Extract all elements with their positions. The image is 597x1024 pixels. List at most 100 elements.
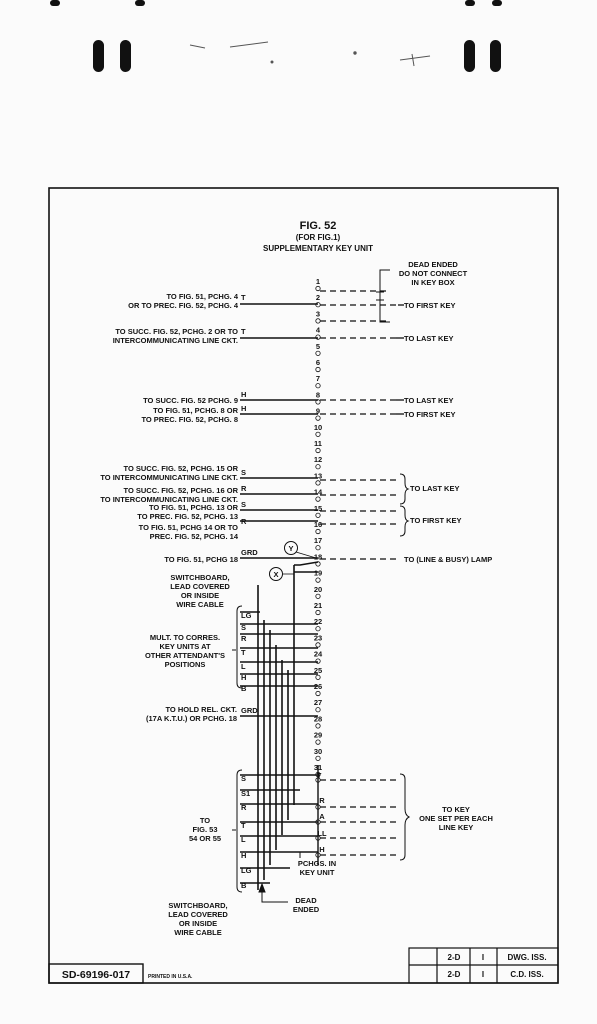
svg-text:H: H (241, 851, 246, 860)
terminal-lug (315, 350, 321, 356)
cable-wiring (240, 561, 319, 890)
right-brackets (399, 473, 411, 861)
terminal-lug (315, 545, 321, 551)
svg-text:GRD: GRD (241, 548, 258, 557)
svg-text:T: T (317, 771, 322, 780)
svg-text:S: S (241, 500, 246, 509)
figure-caption: SUPPLEMENTARY KEY UNIT (263, 244, 373, 253)
terminal-number: 5 (316, 342, 320, 351)
terminal-lug (315, 366, 321, 373)
terminal-lug (315, 561, 321, 567)
svg-text:TO LAST KEY: TO LAST KEY (404, 396, 453, 405)
y-marker: Y (284, 541, 317, 559)
terminal-lug (315, 464, 321, 470)
svg-text:LG: LG (241, 611, 252, 620)
svg-text:LL: LL (317, 829, 327, 838)
svg-text:TO PREC. FIG. 52, PCHG. 13: TO PREC. FIG. 52, PCHG. 13 (137, 512, 238, 521)
svg-text:SWITCHBOARD,: SWITCHBOARD, (170, 573, 229, 582)
svg-text:2-D: 2-D (448, 953, 461, 962)
svg-text:TO LAST KEY: TO LAST KEY (410, 484, 459, 493)
terminal-number: 24 (314, 650, 323, 659)
document-number: SD-69196-017 (48, 963, 144, 984)
svg-text:T: T (241, 821, 246, 830)
dead-ended-bracket (376, 269, 390, 323)
svg-text:S: S (241, 774, 246, 783)
terminal-lug (315, 642, 321, 648)
terminal-lug (315, 480, 321, 486)
terminal-lug (315, 577, 321, 583)
terminal-number: 25 (314, 666, 322, 675)
arrow-ticks (396, 304, 404, 415)
terminal-lug (315, 755, 321, 761)
svg-text:Y: Y (288, 544, 293, 553)
terminal-number: 18 (314, 552, 322, 561)
terminal-number: 20 (314, 585, 322, 594)
svg-text:I: I (482, 953, 484, 962)
terminal-number: 6 (316, 358, 320, 367)
terminal-number: 10 (314, 423, 322, 432)
terminal-lug (315, 528, 321, 535)
left-wires (240, 303, 318, 717)
svg-text:POSITIONS: POSITIONS (165, 660, 206, 669)
terminal-number: 2 (316, 293, 320, 302)
terminal-number: 7 (316, 374, 320, 383)
svg-text:ENDED: ENDED (293, 905, 320, 914)
svg-text:TO FIG. 51, PCHG. 13 OR: TO FIG. 51, PCHG. 13 OR (149, 503, 239, 512)
svg-text:H: H (241, 390, 246, 399)
svg-text:TO LAST KEY: TO LAST KEY (404, 334, 453, 343)
svg-text:PREC. FIG. 52, PCHG. 14: PREC. FIG. 52, PCHG. 14 (150, 532, 239, 541)
svg-text:TO FIRST KEY: TO FIRST KEY (404, 301, 456, 310)
svg-text:S: S (241, 623, 246, 632)
terminal-number: 14 (314, 488, 323, 497)
svg-text:OTHER ATTENDANT'S: OTHER ATTENDANT'S (145, 651, 225, 660)
svg-text:MULT. TO CORRES.: MULT. TO CORRES. (150, 633, 220, 642)
svg-text:ONE SET PER EACH: ONE SET PER EACH (419, 814, 493, 823)
svg-text:TO FIG. 51, PCHG 14 OR TO: TO FIG. 51, PCHG 14 OR TO (139, 523, 238, 532)
svg-text:TO SUCC. FIG. 52, PCHG. 15 OR: TO SUCC. FIG. 52, PCHG. 15 OR (124, 464, 239, 473)
svg-text:KEY UNITS AT: KEY UNITS AT (159, 642, 211, 651)
svg-text:LEAD COVERED: LEAD COVERED (168, 910, 228, 919)
svg-text:TO FIG. 51, PCHG. 4: TO FIG. 51, PCHG. 4 (166, 292, 238, 301)
svg-text:TO HOLD REL. CKT.: TO HOLD REL. CKT. (165, 705, 237, 714)
terminal-lug (315, 512, 321, 518)
terminal-number: 17 (314, 536, 322, 545)
terminal-number: 1 (316, 277, 320, 286)
svg-text:A: A (319, 812, 325, 821)
terminal-lug (315, 674, 321, 680)
svg-text:R: R (319, 796, 325, 805)
terminal-number: 23 (314, 633, 322, 642)
svg-text:TO SUCC. FIG. 52, PCHG. 2 OR T: TO SUCC. FIG. 52, PCHG. 2 OR TO (115, 327, 238, 336)
svg-text:B: B (241, 881, 247, 890)
svg-text:OR TO PREC. FIG. 52, PCHG. 4: OR TO PREC. FIG. 52, PCHG. 4 (128, 301, 239, 310)
revision-table (408, 947, 559, 984)
svg-text:TO FIRST KEY: TO FIRST KEY (404, 410, 456, 419)
svg-text:DEAD ENDED: DEAD ENDED (408, 260, 458, 269)
svg-text:H: H (241, 673, 246, 682)
svg-text:H: H (319, 845, 324, 854)
svg-text:L: L (241, 662, 246, 671)
svg-text:TO INTERCOMMUNICATING LINE CKT: TO INTERCOMMUNICATING LINE CKT. (100, 473, 238, 482)
terminal-number: 12 (314, 455, 322, 464)
svg-text:DO NOT CONNECT: DO NOT CONNECT (399, 269, 468, 278)
svg-text:WIRE CABLE: WIRE CABLE (174, 928, 222, 937)
svg-text:S1: S1 (241, 789, 250, 798)
left-labels: TO FIG. 51, PCHG. 4 OR TO PREC. FIG. 52,… (100, 292, 238, 937)
svg-text:T: T (241, 327, 246, 336)
svg-text:TO KEY: TO KEY (442, 805, 470, 814)
svg-text:TO FIRST KEY: TO FIRST KEY (410, 516, 462, 525)
svg-text:INTERCOMMUNICATING LINE CKT.: INTERCOMMUNICATING LINE CKT. (113, 336, 238, 345)
terminal-lug (315, 658, 321, 664)
svg-text:T: T (241, 648, 246, 657)
terminal-number: 11 (314, 439, 322, 448)
svg-text:TO INTERCOMMUNICATING LINE CKT: TO INTERCOMMUNICATING LINE CKT. (100, 495, 238, 504)
svg-text:LINE KEY: LINE KEY (439, 823, 474, 832)
svg-text:54 OR 55: 54 OR 55 (189, 834, 221, 843)
svg-text:TO: TO (200, 816, 210, 825)
figure-subtitle: (FOR FIG.1) (296, 233, 341, 242)
terminal-lug (315, 593, 321, 599)
svg-text:S: S (241, 468, 246, 477)
terminal-lug (315, 415, 321, 421)
svg-text:L: L (241, 835, 246, 844)
terminal-lug (315, 609, 321, 616)
